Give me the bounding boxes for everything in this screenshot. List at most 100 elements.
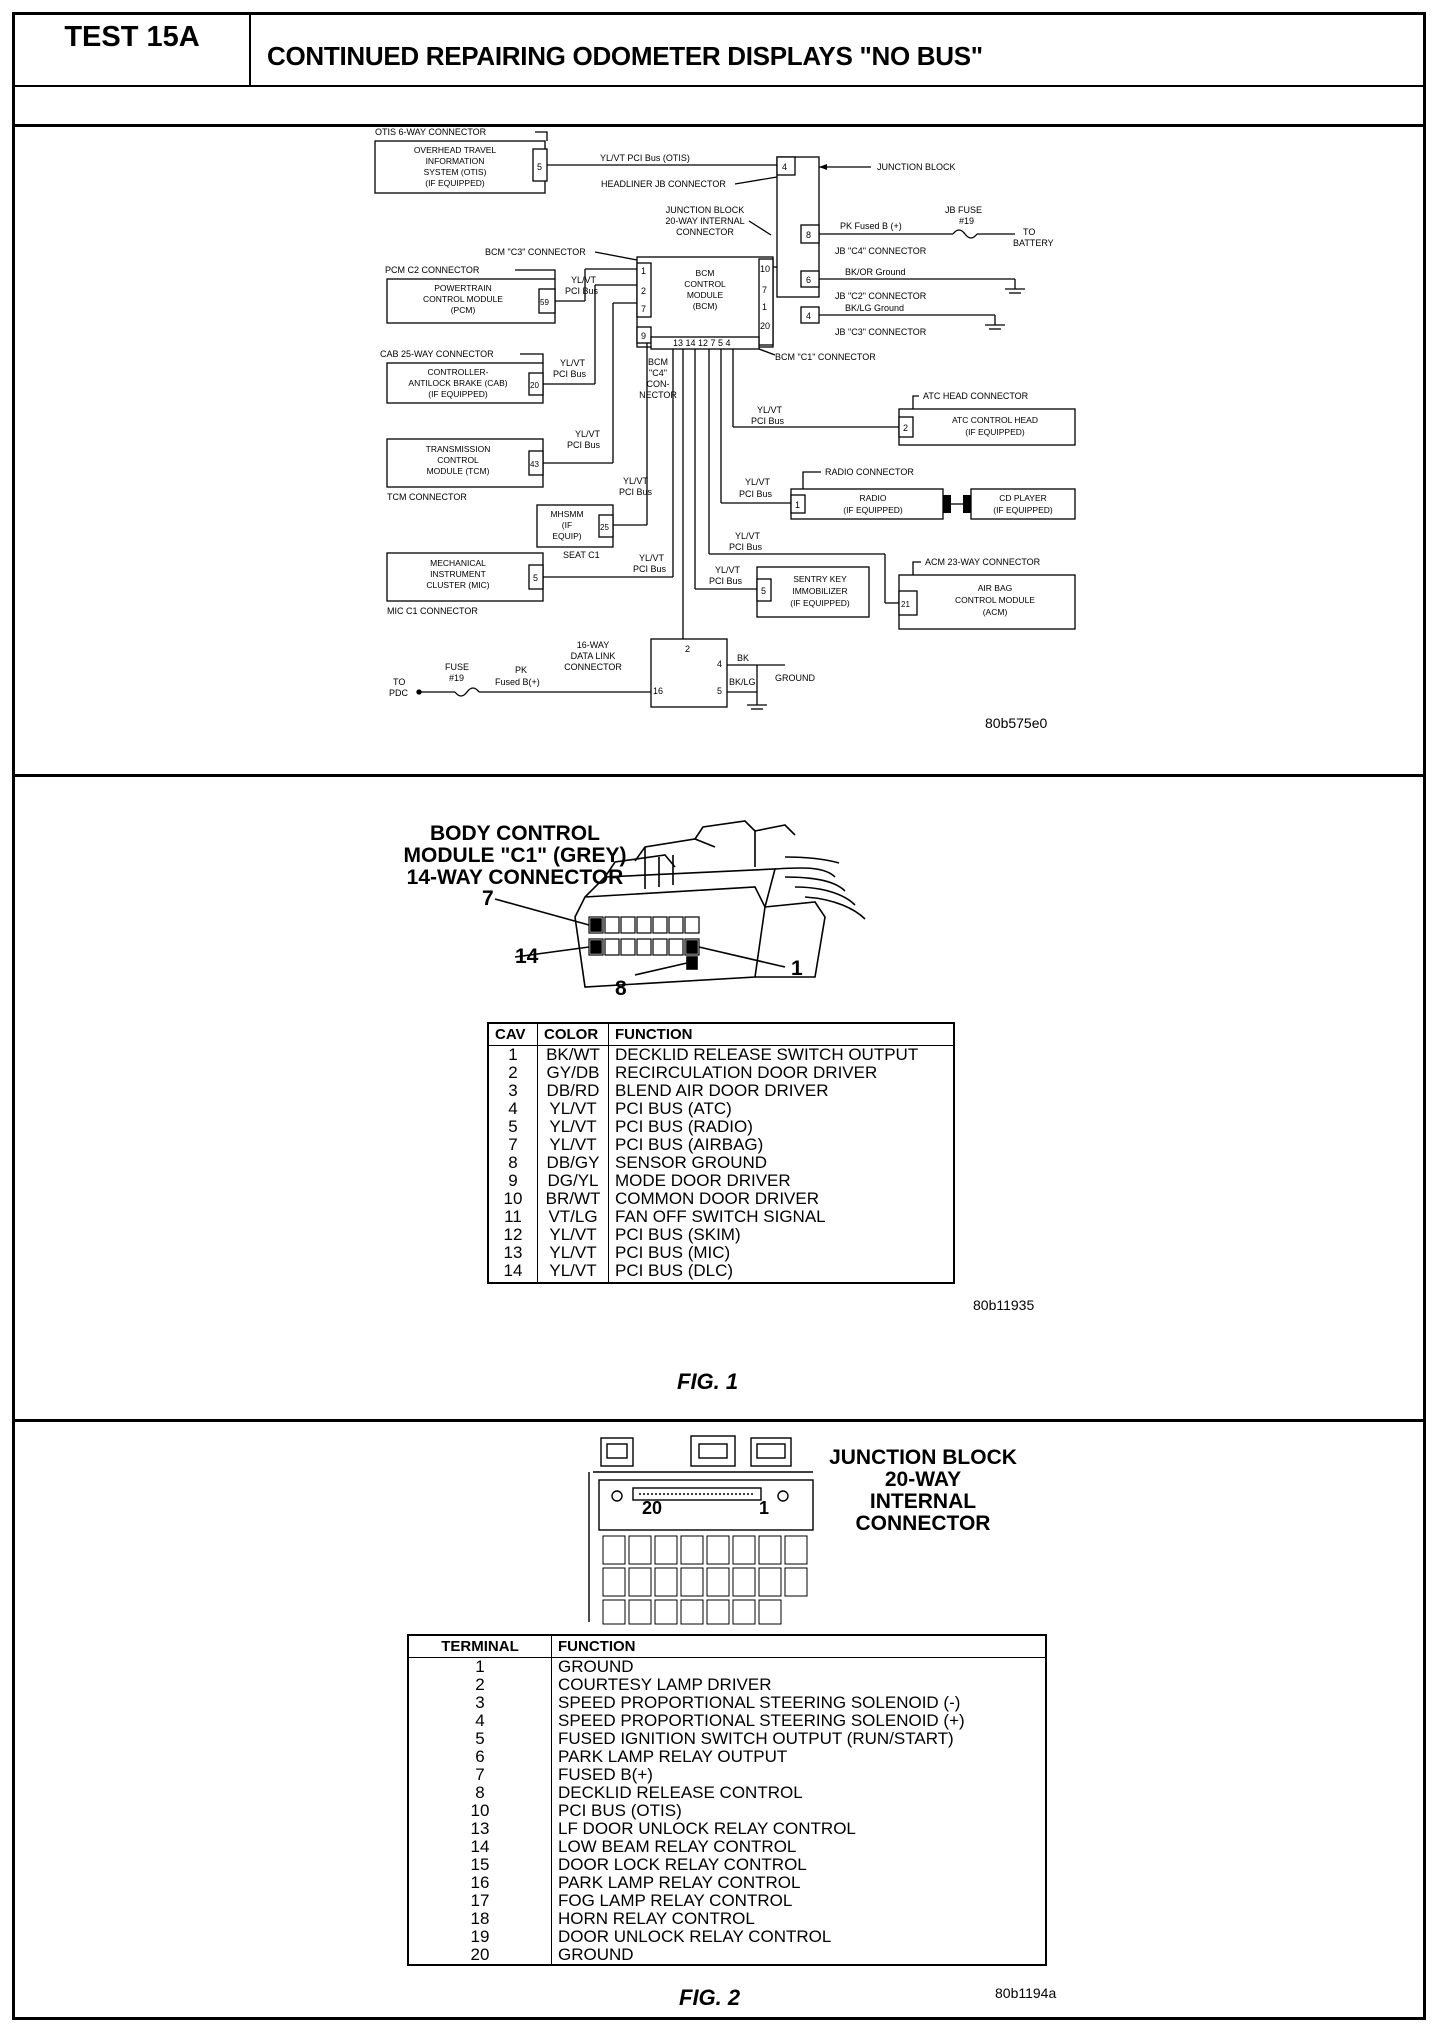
radio-wire-color: YL/VT — [745, 477, 771, 487]
otis-connector-label: OTIS 6-WAY CONNECTOR — [375, 127, 487, 137]
junction-block-label: JUNCTION BLOCK — [877, 162, 956, 172]
cell-function: DECKLID RELEASE CONTROL — [558, 1783, 803, 1802]
bcm-pin-20: 20 — [760, 321, 770, 331]
callout-7: 7 — [482, 887, 494, 910]
bcm-c4-label-2: "C4" — [649, 368, 667, 378]
cell-cav: 5 — [488, 1118, 538, 1136]
page-frame: TEST 15A CONTINUED REPAIRING ODOMETER DI… — [12, 12, 1426, 2020]
cell-color: YL/VT — [537, 1262, 609, 1283]
jb-c2-label: JB "C2" CONNECTOR — [835, 291, 927, 301]
bcm-c1-label: BCM "C1" CONNECTOR — [775, 352, 876, 362]
pcm-connector-label: PCM C2 CONNECTOR — [385, 265, 480, 275]
cell-cav: 4 — [488, 1100, 538, 1118]
radio-connector-label: RADIO CONNECTOR — [825, 467, 914, 477]
dlc-pin-4: 4 — [717, 659, 722, 669]
jb-pin-4b: 4 — [806, 311, 811, 321]
mic-label-2: INSTRUMENT — [430, 569, 486, 579]
pcm-wire-color: YL/VT — [571, 275, 597, 285]
headliner-connector-label: HEADLINER JB CONNECTOR — [601, 179, 726, 189]
cell-terminal: 3 — [408, 1694, 552, 1712]
cell-function: PCI BUS (ATC) — [615, 1099, 732, 1118]
to-battery-label-2: BATTERY — [1013, 238, 1054, 248]
mic-label-3: CLUSTER (MIC) — [426, 580, 489, 590]
jb-fuse-label: JB FUSE — [945, 205, 982, 215]
cell-color: DG/YL — [537, 1172, 609, 1190]
bcm-c4-label-3: CON- — [647, 379, 670, 389]
cell-function: FAN OFF SWITCH SIGNAL — [615, 1207, 826, 1226]
cell-function: GROUND — [558, 1945, 634, 1964]
data-link-connector — [650, 638, 728, 708]
to-pdc-label-1: TO — [393, 677, 405, 687]
callout-14: 14 — [515, 945, 539, 968]
test-header: TEST 15A CONTINUED REPAIRING ODOMETER DI… — [15, 15, 1423, 87]
test-id-box: TEST 15A — [15, 15, 251, 87]
cell-function: PCI BUS (DLC) — [615, 1261, 734, 1280]
atc-label-2: (IF EQUIPPED) — [965, 427, 1025, 437]
cell-terminal: 17 — [408, 1892, 552, 1910]
cell-terminal: 14 — [408, 1838, 552, 1856]
cell-cav: 13 — [488, 1244, 538, 1262]
mhsmm-label-2: (IF — [562, 520, 572, 530]
col-terminal: TERMINAL — [408, 1635, 552, 1658]
cell-function: MODE DOOR DRIVER — [615, 1171, 791, 1190]
cell-cav: 7 — [488, 1136, 538, 1154]
pcm-label-1: POWERTRAIN — [434, 283, 491, 293]
mic-wire-color: YL/VT — [639, 553, 665, 563]
otis-label-4: (IF EQUIPPED) — [425, 178, 485, 188]
cell-function: PCI BUS (OTIS) — [558, 1801, 682, 1820]
junction-block-drawing — [588, 1435, 814, 1625]
cell-function: SPEED PROPORTIONAL STEERING SOLENOID (+) — [558, 1711, 965, 1730]
mic-wire-bus: PCI Bus — [633, 564, 667, 574]
cell-function: RECIRCULATION DOOR DRIVER — [615, 1063, 878, 1082]
dlc-label-1: 16-WAY — [577, 640, 610, 650]
skim-label-2: IMMOBILIZER — [792, 586, 847, 596]
to-battery-label-1: TO — [1023, 227, 1035, 237]
mhsmm-pin: 25 — [600, 523, 609, 532]
cell-function: COURTESY LAMP DRIVER — [558, 1675, 772, 1694]
atc-connector-label: ATC HEAD CONNECTOR — [923, 391, 1029, 401]
fig1-title-line-3: 14-WAY CONNECTOR — [406, 866, 624, 889]
cell-function: PCI BUS (MIC) — [615, 1243, 731, 1262]
atc-wire-color: YL/VT — [757, 405, 783, 415]
cell-terminal: 10 — [408, 1802, 552, 1820]
cell-color: YL/VT — [537, 1244, 609, 1262]
tcm-connector-label: TCM CONNECTOR — [387, 492, 467, 502]
cd-label-2: (IF EQUIPPED) — [993, 505, 1053, 515]
cell-color: DB/GY — [537, 1154, 609, 1172]
atc-label-1: ATC CONTROL HEAD — [952, 415, 1038, 425]
cell-color: BR/WT — [537, 1190, 609, 1208]
dlc-pin-2: 2 — [685, 644, 690, 654]
bcm-pin-7b: 7 — [762, 285, 767, 295]
cell-function: DOOR LOCK RELAY CONTROL — [558, 1855, 807, 1874]
skim-wire-color: YL/VT — [715, 565, 741, 575]
mhsmm-wire-color: YL/VT — [623, 476, 649, 486]
callout-1: 1 — [791, 957, 803, 980]
cell-terminal: 18 — [408, 1910, 552, 1928]
jb-pin-4: 4 — [782, 162, 787, 172]
tcm-label-1: TRANSMISSION — [426, 444, 491, 454]
mhsmm-wire-bus: PCI Bus — [619, 487, 653, 497]
col-function: FUNCTION — [608, 1023, 954, 1046]
cell-cav: 14 — [488, 1262, 538, 1283]
cell-function: PCI BUS (RADIO) — [615, 1117, 753, 1136]
cell-function: PCI BUS (SKIM) — [615, 1225, 741, 1244]
pcm-wire-bus: PCI Bus — [565, 286, 599, 296]
fuse19-label: FUSE — [445, 662, 469, 672]
mic-connector-label: MIC C1 CONNECTOR — [387, 606, 478, 616]
dlc-pin-16: 16 — [653, 686, 663, 696]
acm-connector-label: ACM 23-WAY CONNECTOR — [925, 557, 1041, 567]
otis-wire-label: YL/VT PCI Bus (OTIS) — [600, 153, 690, 163]
jb-pin-label-20: 20 — [642, 1498, 663, 1518]
cd-label-1: CD PLAYER — [999, 493, 1047, 503]
